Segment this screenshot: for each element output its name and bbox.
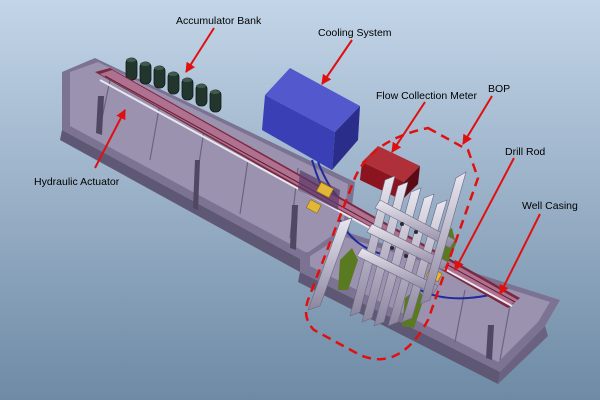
bop-stack: [307, 171, 467, 327]
label-arrows: [94, 27, 541, 295]
bop-dashed-outline: [304, 126, 480, 361]
label-well-casing: Well Casing: [522, 200, 578, 212]
label-bop: BOP: [488, 83, 511, 95]
label-cooling-system: Cooling System: [318, 27, 392, 39]
accumulator-bank: [125, 57, 222, 113]
cooling-system-box: [262, 68, 360, 170]
left-tray: [60, 58, 355, 272]
label-hydraulic-actuator: Hydraulic Actuator: [34, 176, 120, 188]
label-accumulator-bank: Accumulator Bank: [176, 15, 262, 27]
label-drill-rod: Drill Rod: [505, 146, 546, 158]
cooling-arrow-icon: [321, 39, 353, 85]
bop-arrow-icon: [462, 95, 493, 145]
hydraulic-actuator-arrow-icon: [94, 109, 126, 169]
flow-meter-arrow-icon: [391, 101, 426, 153]
accumulator-arrow-icon: [185, 27, 215, 73]
bop-bolts: [390, 222, 418, 258]
drill-rod-arrow-icon: [454, 157, 515, 271]
label-flow-collection-meter: Flow Collection Meter: [376, 90, 477, 102]
flow-collection-meter-box: [360, 146, 420, 200]
well-casing-arrow-icon: [499, 213, 541, 295]
